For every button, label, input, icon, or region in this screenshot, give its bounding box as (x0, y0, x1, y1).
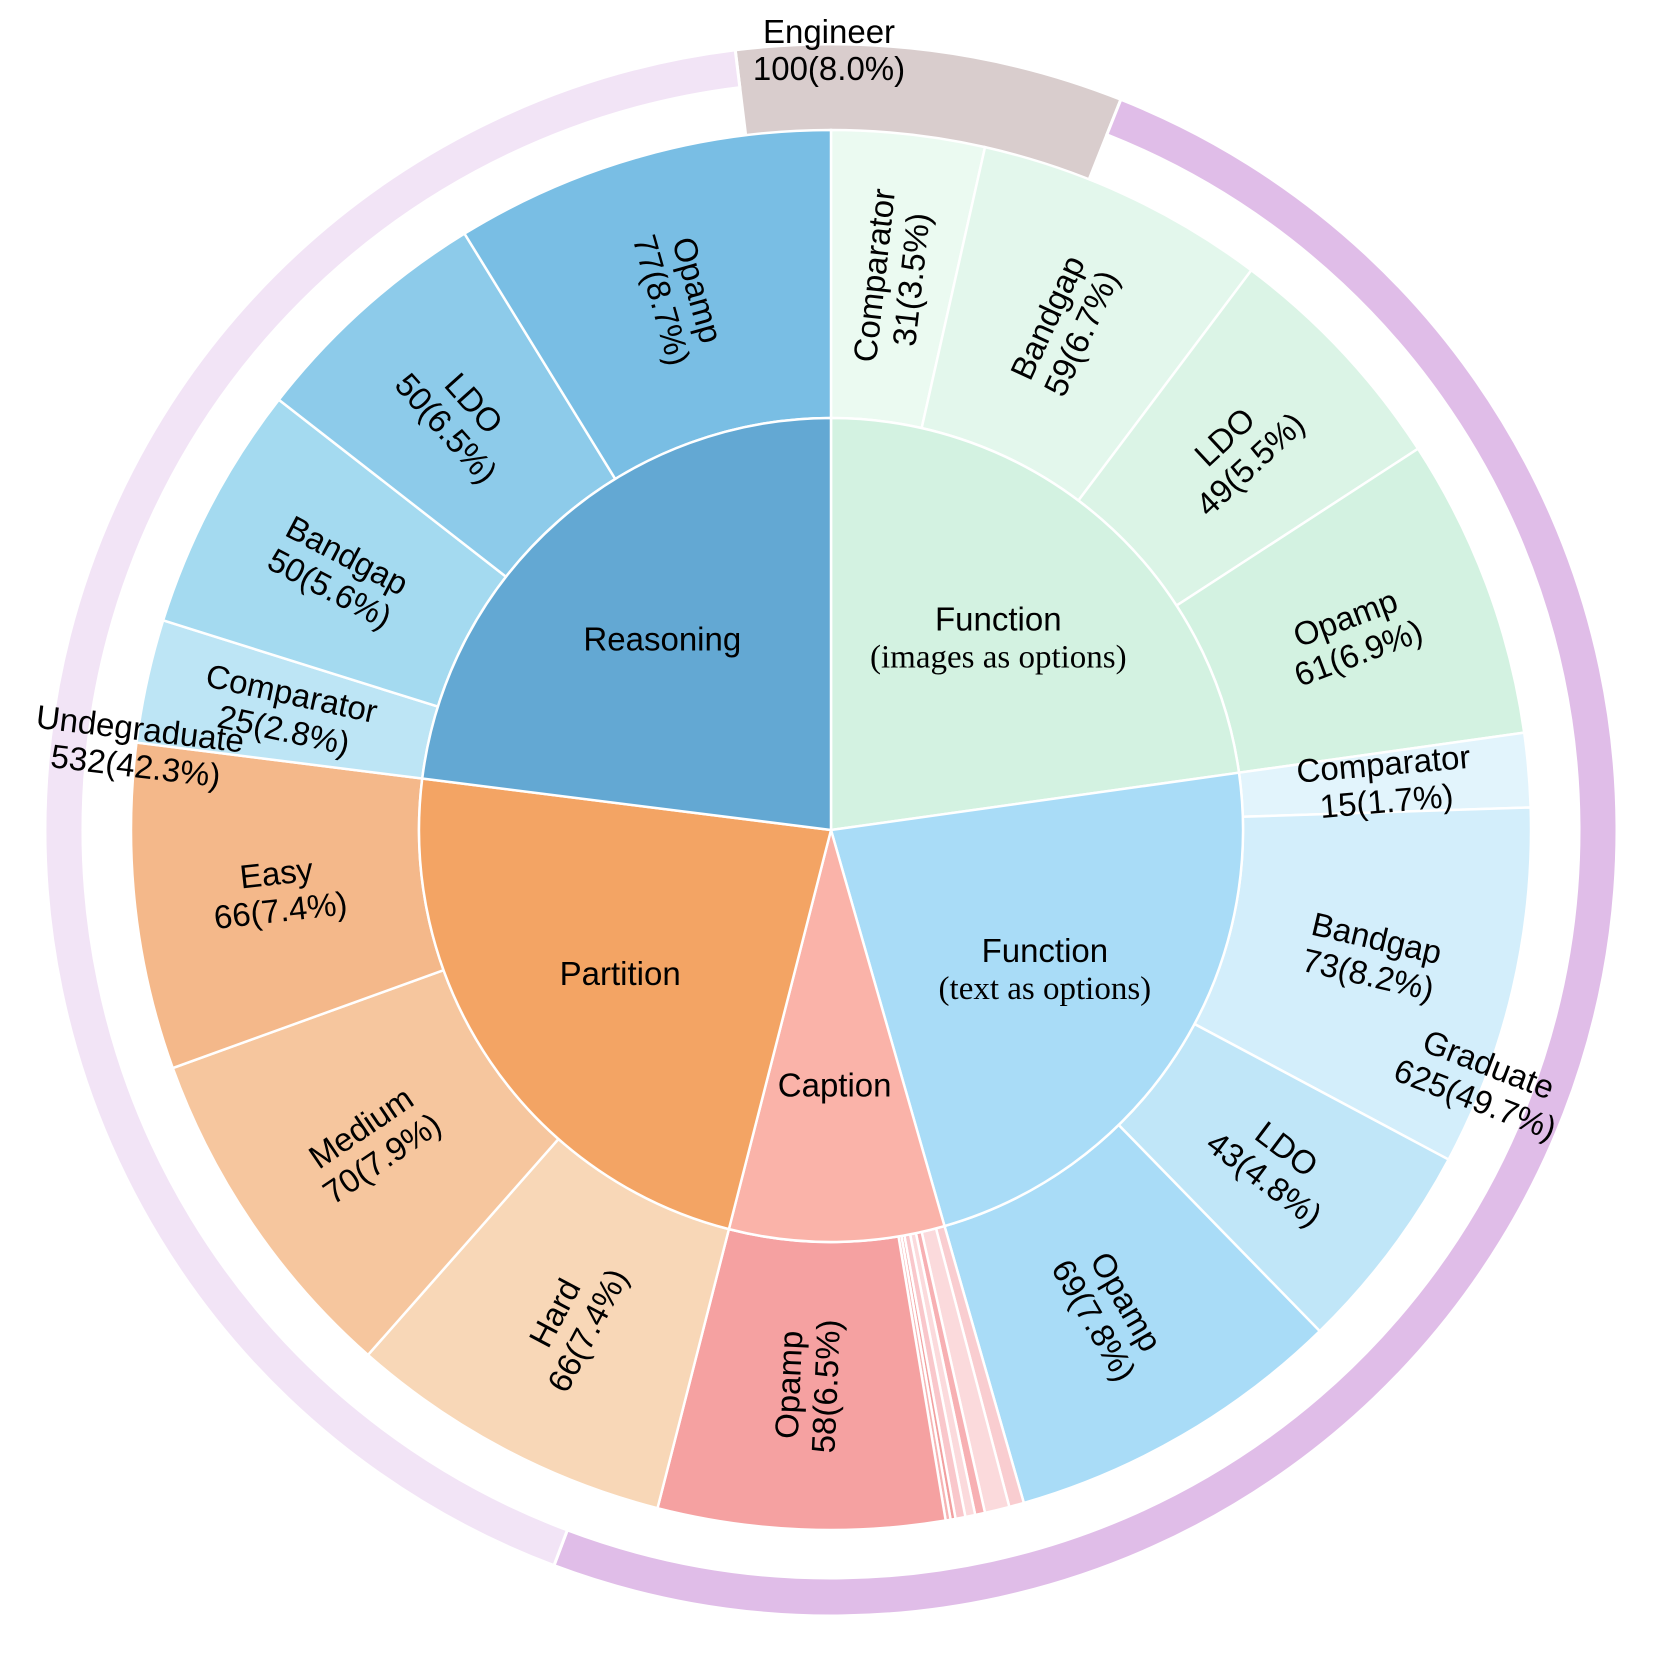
inner-segment-function-images-as-options (829, 416, 1241, 832)
middle-label-caption-opamp: Opamp58(6.5%) (767, 1317, 847, 1454)
inner-label-function-images-as-options: Function(images as options) (870, 600, 1127, 675)
middle-label-function-text-as-options-comparator: Comparator15(1.7%) (1295, 738, 1475, 827)
inner-segment-reasoning (420, 416, 833, 832)
inner-segment-caption (727, 825, 947, 1244)
outer-segment-undegraduate (43, 48, 742, 1568)
inner-label-caption: Caption (778, 1067, 892, 1104)
inner-ring (417, 416, 1245, 1244)
inner-segment-function-text-as-options (829, 771, 1245, 1228)
inner-segment-partition (417, 777, 833, 1231)
inner-label-function-text-as-options: Function(text as options) (939, 932, 1152, 1007)
middle-ring (129, 128, 1533, 1532)
inner-label-reasoning: Reasoning (583, 620, 741, 657)
middle-label-function-images-as-options-comparator: Comparator31(3.5%) (846, 187, 939, 368)
inner-label-partition: Partition (560, 955, 681, 992)
